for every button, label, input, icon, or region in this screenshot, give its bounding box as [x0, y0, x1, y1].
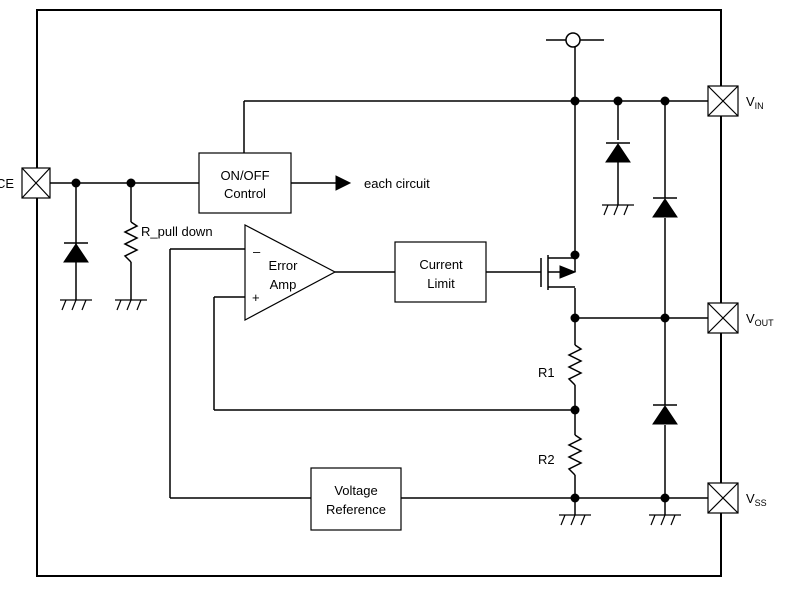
junction-dot — [660, 313, 670, 323]
vss-pin: VSS — [707, 482, 767, 514]
supply-terminal — [565, 32, 581, 48]
vout-vss-diode — [652, 404, 678, 425]
ground-symbol — [602, 204, 634, 216]
junction-dot — [660, 493, 670, 503]
r1-label: R1 — [538, 365, 555, 380]
junction-dot — [126, 178, 136, 188]
amp-minus-sign: – — [253, 244, 261, 259]
ground-symbol — [60, 299, 92, 311]
r-pull-down-label: R_pull down — [141, 224, 213, 239]
r1-resistor — [567, 344, 583, 386]
voltage-reference-label-2: Reference — [326, 502, 386, 517]
vout-pin-label: VOUT — [746, 311, 774, 328]
current-limit-block: Current Limit — [394, 241, 487, 303]
vin-diode — [605, 142, 631, 163]
each-circuit-label: each circuit — [364, 176, 430, 191]
junction-dot — [570, 313, 580, 323]
vin-pin-label: VIN — [746, 94, 764, 111]
vin-pin: VIN — [707, 85, 764, 117]
junction-dot — [570, 493, 580, 503]
junctions — [71, 96, 670, 503]
pull-down-resistor — [123, 221, 139, 263]
vout-pin: VOUT — [707, 302, 774, 334]
on-off-label-1: ON/OFF — [220, 168, 269, 183]
amp-plus-sign: + — [252, 290, 260, 305]
ground-symbol — [115, 299, 147, 311]
current-limit-label-2: Limit — [427, 276, 455, 291]
pass-transistor — [540, 255, 577, 290]
voltage-reference-block: Voltage Reference — [310, 467, 402, 531]
wiring — [50, 39, 708, 515]
current-limit-label-1: Current — [419, 257, 463, 272]
r2-label: R2 — [538, 452, 555, 467]
ce-pin-label: CE — [0, 176, 14, 191]
error-amp-label-2: Amp — [270, 277, 297, 292]
vin-vout-diode — [652, 197, 678, 218]
ce-diode — [63, 242, 89, 263]
error-amp-label-1: Error — [269, 258, 299, 273]
voltage-reference-label-1: Voltage — [334, 483, 377, 498]
junction-dot — [660, 96, 670, 106]
vss-pin-label: VSS — [746, 491, 767, 508]
r2-resistor — [567, 434, 583, 476]
junction-dot — [570, 96, 580, 106]
ce-pin: CE — [0, 167, 51, 199]
ground-symbol — [649, 514, 681, 526]
on-off-label-2: Control — [224, 186, 266, 201]
junction-dot — [570, 405, 580, 415]
output-arrow-icon — [335, 175, 352, 191]
error-amp-block: Error Amp – + — [244, 224, 337, 321]
on-off-control-block: ON/OFF Control — [198, 152, 292, 214]
junction-dot — [613, 96, 623, 106]
package-outline — [36, 9, 722, 577]
ground-symbol — [559, 514, 591, 526]
junction-dot — [71, 178, 81, 188]
